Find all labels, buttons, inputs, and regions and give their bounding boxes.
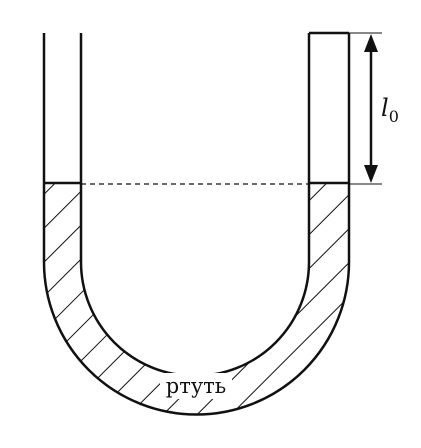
mercury-column <box>44 183 349 415</box>
tube-outer-wall <box>42 33 351 416</box>
mercury-label-background <box>160 373 232 399</box>
mercury-label: ртуть <box>166 374 226 398</box>
tube-inner-wall <box>79 33 311 378</box>
length-label: l0 <box>381 94 399 126</box>
length-dimension-arrow <box>364 34 378 183</box>
